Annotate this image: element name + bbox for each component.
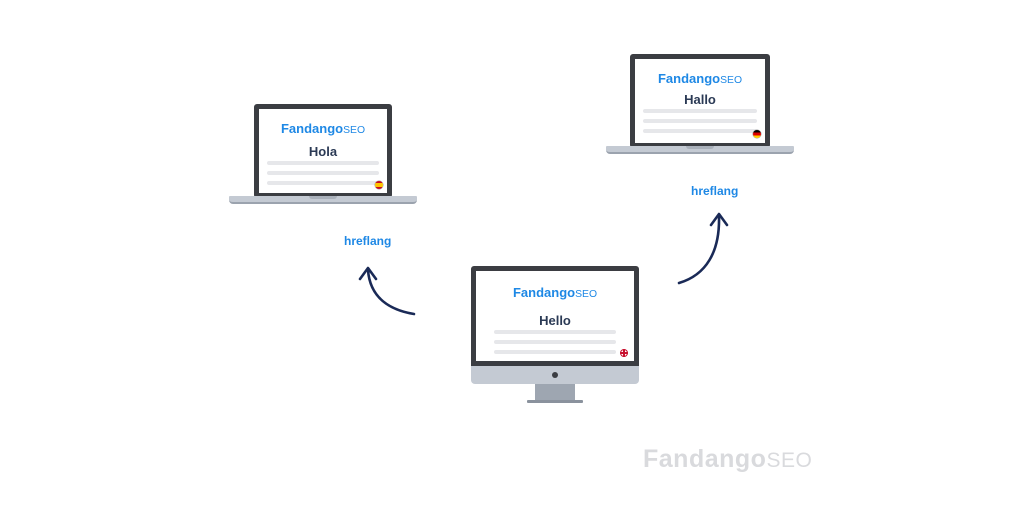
monitor-stand-foot — [527, 400, 583, 403]
laptop-spanish-screen: FandangoSEO Hola — [254, 104, 392, 198]
content-line — [267, 171, 379, 175]
page-greeting: Hallo — [684, 92, 716, 107]
laptop-german-screen: FandangoSEO Hallo — [630, 54, 770, 148]
hreflang-label-left: hreflang — [344, 234, 392, 248]
laptop-base — [606, 146, 794, 154]
brand-logo: FandangoSEO — [657, 71, 743, 86]
content-line — [643, 119, 757, 123]
spain-flag-icon — [375, 181, 383, 189]
laptop-spanish: FandangoSEO Hola — [229, 104, 417, 206]
laptop-notch — [309, 196, 337, 199]
desktop-monitor-english: FandangoSEO Hello — [471, 266, 639, 406]
page-greeting: Hola — [308, 144, 338, 159]
arrow-to-spanish — [366, 268, 416, 316]
monitor-screen: FandangoSEO Hello — [471, 266, 639, 366]
page-greeting: Hello — [539, 313, 571, 328]
brand-logo: FandangoSEO — [512, 285, 598, 300]
monitor-button-icon — [552, 372, 558, 378]
hreflang-label-right: hreflang — [691, 184, 739, 198]
laptop-german: FandangoSEO Hallo — [606, 54, 794, 156]
arrowhead-right — [709, 212, 729, 227]
monitor-stand — [535, 384, 575, 400]
brand-logo: FandangoSEO — [280, 121, 366, 136]
arrowhead-left — [358, 266, 378, 281]
content-line — [267, 181, 379, 185]
laptop-base — [229, 196, 417, 204]
arrow-to-german — [677, 214, 721, 285]
content-line — [494, 340, 616, 344]
content-line — [267, 161, 379, 165]
content-line — [643, 109, 757, 113]
laptop-notch — [686, 146, 714, 149]
uk-flag-icon — [620, 349, 628, 357]
content-line — [643, 129, 757, 133]
watermark-logo: FandangoSEO — [643, 445, 813, 473]
germany-flag-icon — [753, 130, 761, 138]
content-line — [494, 330, 616, 334]
content-line — [494, 350, 616, 354]
